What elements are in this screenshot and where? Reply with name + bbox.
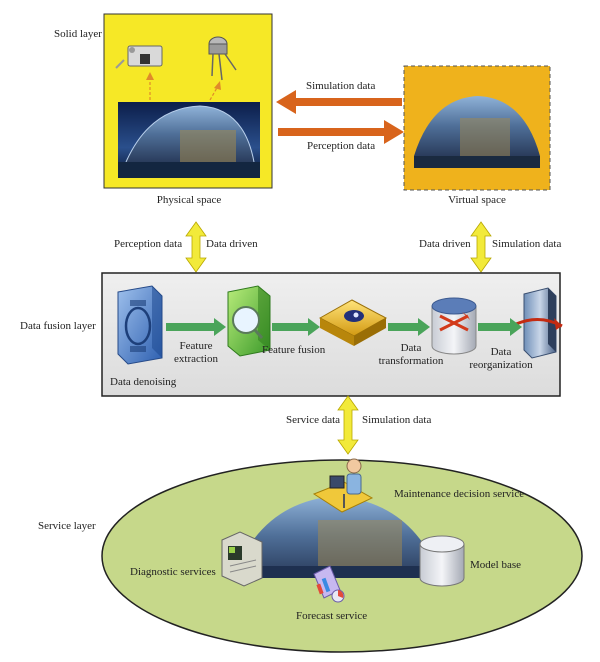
service-building-photo bbox=[234, 496, 440, 578]
feature-extraction-icon bbox=[227, 285, 271, 357]
fusion-arrow-4 bbox=[478, 318, 522, 336]
forecast-service-label: Forecast service bbox=[296, 610, 368, 622]
bottom-double-arrow bbox=[337, 395, 359, 455]
model-base-icon bbox=[419, 535, 465, 587]
link-simulation-data-label: Simulation data bbox=[492, 238, 562, 250]
data-denoising-label: Data denoising bbox=[110, 376, 177, 388]
diagnostic-device-icon bbox=[221, 531, 263, 587]
data-transformation-label-line1: Data bbox=[400, 342, 422, 354]
forecast-chart-icon bbox=[313, 565, 345, 603]
link-perception-data-label: Perception data bbox=[114, 238, 183, 250]
fusion-arrow-3 bbox=[388, 318, 430, 336]
transistor-icon bbox=[208, 36, 237, 81]
link-data-driven-right-label: Data driven bbox=[419, 238, 471, 250]
fusion-arrow-2 bbox=[272, 318, 320, 336]
feature-extraction-label-line1: Feature bbox=[179, 340, 213, 352]
link-data-driven-left-label: Data driven bbox=[206, 238, 258, 250]
data-reorganization-label-line2: reorganization bbox=[469, 359, 533, 371]
data-reorganization-icon bbox=[515, 287, 563, 359]
simulation-data-label: Simulation data bbox=[306, 80, 376, 92]
data-fusion-panel bbox=[101, 272, 561, 397]
sensor-device-icon bbox=[115, 45, 163, 69]
virtual-space-label: Virtual space bbox=[448, 194, 506, 206]
data-reorganization-label-line1: Data bbox=[490, 346, 512, 358]
feature-extraction-label-line2: extraction bbox=[174, 353, 218, 365]
data-denoising-icon bbox=[117, 285, 163, 365]
service-layer-label: Service layer bbox=[38, 520, 96, 532]
maintenance-decision-service-label: Maintenance decision service bbox=[394, 488, 525, 500]
virtual-space-panel bbox=[403, 65, 551, 191]
service-data-label: Service data bbox=[286, 414, 341, 426]
left-top-double-arrow bbox=[185, 221, 207, 273]
feature-fusion-label: Feature fusion bbox=[262, 344, 326, 356]
perception-data-label: Perception data bbox=[307, 140, 376, 152]
bottom-simulation-data-label: Simulation data bbox=[362, 414, 432, 426]
data-transformation-label-line2: transformation bbox=[378, 355, 444, 367]
feature-fusion-icon bbox=[318, 299, 388, 346]
virtual-building-model bbox=[414, 96, 540, 168]
diagnostic-services-label: Diagnostic services bbox=[130, 566, 216, 578]
model-base-label: Model base bbox=[470, 559, 522, 571]
maintenance-operator-icon bbox=[312, 458, 374, 513]
physical-space-label: Physical space bbox=[156, 194, 222, 206]
right-top-double-arrow bbox=[470, 221, 492, 273]
simulation-data-arrow bbox=[276, 90, 402, 114]
fusion-arrow-1 bbox=[166, 318, 226, 336]
physical-building-photo bbox=[118, 102, 260, 178]
perception-data-arrow bbox=[278, 120, 404, 144]
physical-space-panel bbox=[103, 13, 273, 189]
data-fusion-layer-label: Data fusion layer bbox=[20, 320, 96, 332]
data-transformation-icon bbox=[431, 297, 477, 355]
solid-layer-label: Solid layer bbox=[54, 28, 102, 40]
